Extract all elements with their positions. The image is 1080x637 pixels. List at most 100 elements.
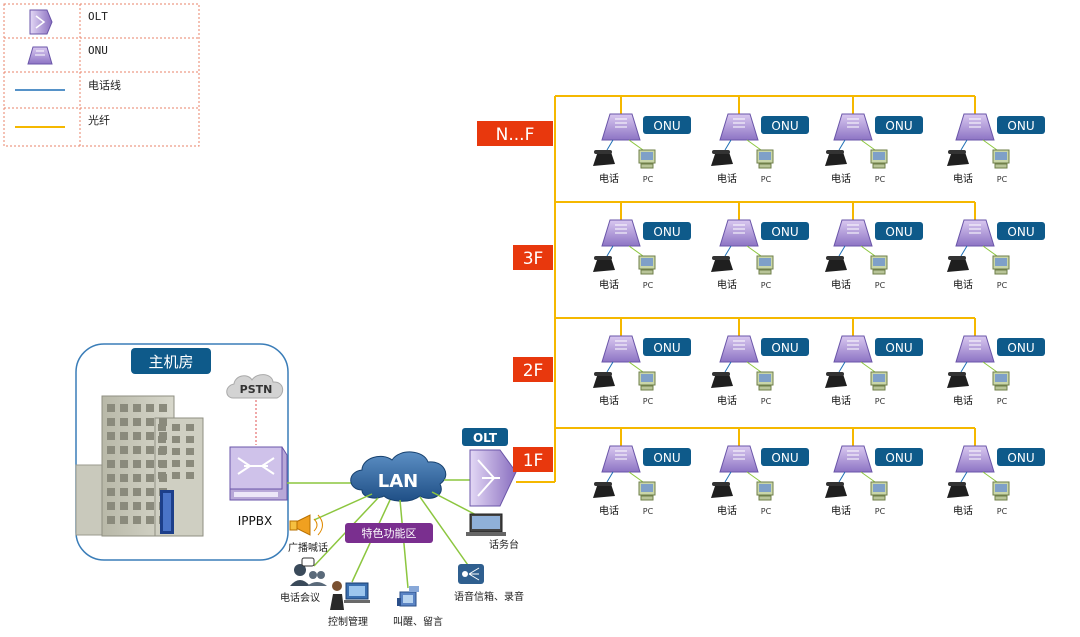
onu-badge: ONU — [1007, 341, 1034, 355]
pc-icon — [756, 255, 774, 275]
building-window — [133, 404, 141, 412]
onu-badge-bg — [875, 116, 923, 134]
pc-link — [860, 245, 876, 257]
onu-badge: ONU — [771, 225, 798, 239]
phone-line — [960, 471, 968, 483]
broadcast-icon — [289, 514, 323, 536]
building-window — [146, 446, 154, 454]
building-window — [107, 418, 115, 426]
phone-icon — [947, 372, 969, 388]
voicemail-icon — [458, 564, 484, 584]
phone-label: 电话 — [953, 172, 973, 185]
onu-badge-bg — [761, 338, 809, 356]
phone-line — [838, 139, 846, 151]
pc-icon — [992, 371, 1010, 391]
feature-label-broadcast: 广播喊话 — [288, 541, 328, 554]
onu-badge-bg — [875, 448, 923, 466]
phone-icon — [711, 482, 733, 498]
building-window — [133, 488, 141, 496]
feature-label-control: 控制管理 — [328, 615, 368, 628]
pc-link — [628, 361, 644, 373]
building-window — [158, 436, 166, 443]
onu-icon — [719, 445, 759, 473]
olt-badge: OLT — [473, 431, 498, 445]
pc-link — [982, 471, 998, 483]
building-window — [158, 460, 166, 467]
onu-badge-bg — [761, 116, 809, 134]
pstn-cloud-icon: PSTN — [226, 374, 284, 399]
building-window — [133, 460, 141, 468]
phone-icon — [947, 482, 969, 498]
pc-icon — [870, 481, 888, 501]
building-window — [107, 460, 115, 468]
onu-icon — [955, 113, 995, 141]
pc-icon — [870, 255, 888, 275]
pc-label: PC — [875, 397, 886, 406]
building-window — [120, 516, 128, 524]
building-window — [120, 474, 128, 482]
building-window — [120, 460, 128, 468]
building-window — [172, 424, 180, 431]
onu-icon — [601, 113, 641, 141]
host-room: 主机房 PSTN IPPBX — [75, 343, 289, 561]
pc-link — [982, 139, 998, 151]
onu-badge-bg — [761, 448, 809, 466]
phone-line — [724, 245, 732, 257]
phone-line — [606, 139, 614, 151]
legend-label-fiber: 光纤 — [88, 113, 110, 127]
pc-label: PC — [643, 281, 654, 290]
onu-icon — [833, 335, 873, 363]
phone-label: 电话 — [831, 172, 851, 185]
phone-label: 电话 — [953, 504, 973, 517]
onu-badge-bg — [875, 222, 923, 240]
pc-icon — [638, 371, 656, 391]
building-window — [120, 502, 128, 510]
phone-label: 电话 — [953, 394, 973, 407]
onu-badge-bg — [997, 338, 1045, 356]
onu-badge: ONU — [771, 119, 798, 133]
phone-line — [960, 245, 968, 257]
building-window — [146, 474, 154, 482]
feature-spoke — [419, 496, 471, 569]
pc-label: PC — [761, 397, 772, 406]
pc-label: PC — [643, 507, 654, 516]
pc-link — [746, 245, 762, 257]
feature-control: 控制管理 — [328, 581, 370, 628]
floor-label-bg — [513, 357, 553, 382]
building-window — [186, 424, 194, 431]
olt-badge-bg — [462, 428, 508, 446]
onu-badge: ONU — [1007, 451, 1034, 465]
onu-icon — [833, 219, 873, 247]
building-window — [146, 502, 154, 510]
building-window — [186, 448, 194, 455]
pc-icon — [992, 481, 1010, 501]
onu-icon — [955, 335, 995, 363]
building-window — [107, 404, 115, 412]
host-room-title-bg — [131, 348, 211, 374]
lan-cloud-icon: LAN — [350, 451, 447, 502]
feature-label-voicemail: 语音信箱、录音 — [454, 590, 524, 603]
phone-line — [838, 361, 846, 373]
building-window — [158, 448, 166, 455]
onu-badge: ONU — [885, 451, 912, 465]
legend-border — [3, 3, 200, 147]
building-window — [120, 404, 128, 412]
phone-icon — [593, 256, 615, 272]
building-window — [159, 418, 167, 426]
pc-icon — [638, 481, 656, 501]
ippbx-label: IPPBX — [238, 514, 272, 528]
pc-link — [746, 361, 762, 373]
feature-voicemail: 语音信箱、录音 — [454, 564, 524, 603]
pc-label: PC — [761, 175, 772, 184]
phone-icon — [711, 372, 733, 388]
building-window — [107, 502, 115, 510]
